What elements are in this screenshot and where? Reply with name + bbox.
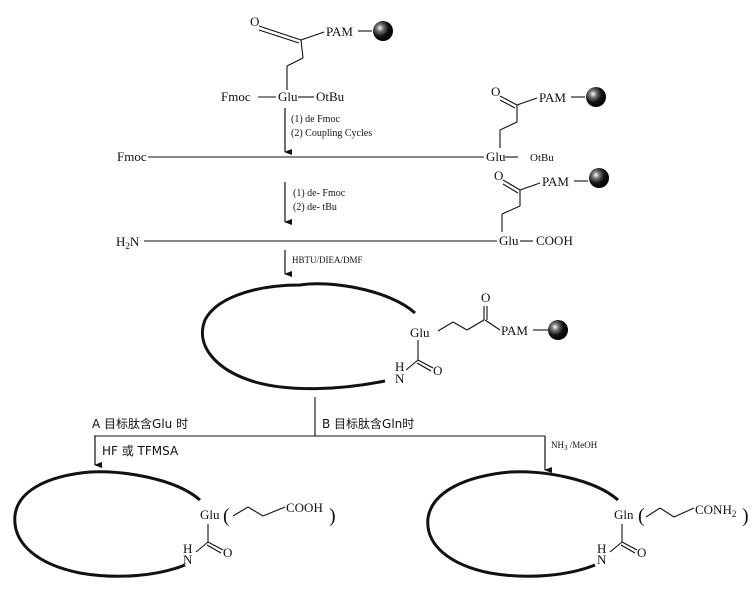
bond <box>502 179 521 191</box>
bond <box>501 205 521 215</box>
cyclic-peptide-on-resin: Glu O PAM O H N <box>200 282 568 391</box>
bond <box>659 507 675 518</box>
o-label: O <box>223 545 232 560</box>
bond <box>516 97 538 106</box>
o-label: O <box>494 168 503 183</box>
double-bond <box>416 362 432 372</box>
glu-label: Glu <box>278 89 298 104</box>
h2n-label: H2N <box>116 234 140 251</box>
double-bond <box>206 544 222 554</box>
fmoc-label: Fmoc <box>117 149 147 164</box>
bond <box>609 541 623 553</box>
cooh-label: COOH <box>536 233 573 248</box>
starting-material: O PAM Fmoc Glu OtBu <box>221 14 393 104</box>
pam-label: PAM <box>326 24 353 39</box>
o-label: O <box>481 290 490 305</box>
product-b: Gln ( CONH2 ) O H N <box>426 470 749 578</box>
double-bond <box>258 29 300 44</box>
reagent-a-label: HF 或 TFMSA <box>102 444 179 458</box>
glu-label: Glu <box>499 233 519 248</box>
reagent-b-label: NH3 /MeOH <box>551 440 598 452</box>
bond <box>247 506 264 517</box>
resin-bead-icon <box>373 21 393 41</box>
glu-label: Glu <box>410 325 430 340</box>
paren-open: ( <box>638 505 645 527</box>
protected-peptide: Fmoc Glu OtBu O PAM <box>117 84 606 164</box>
bond <box>673 507 695 518</box>
conh2-label: CONH2 <box>695 502 736 519</box>
h-label: H <box>183 541 192 556</box>
paren-close: ) <box>329 505 336 527</box>
peptide-ring <box>13 470 201 578</box>
bond <box>232 506 249 517</box>
bond <box>499 121 518 131</box>
o-label: O <box>491 84 500 99</box>
double-bond <box>502 183 519 194</box>
double-bond <box>620 544 636 554</box>
otbu-label: OtBu <box>316 89 345 104</box>
n-label: N <box>395 371 405 386</box>
n-label: N <box>183 552 193 567</box>
bond <box>484 319 501 331</box>
bond <box>437 321 454 332</box>
step1-line2: (2) Coupling Cycles <box>291 128 372 139</box>
resin-bead-icon <box>589 168 609 188</box>
pam-label: PAM <box>501 323 528 338</box>
resin-bead-icon <box>548 320 568 340</box>
branch-b-label: B 目标肽含Gln时 <box>322 416 414 431</box>
step2-line2: (2) de- tBu <box>293 202 337 213</box>
glu-label: Glu <box>486 149 506 164</box>
pam-label: PAM <box>542 174 569 189</box>
bond <box>300 39 304 59</box>
fmoc-label: Fmoc <box>221 89 251 104</box>
step1-line1: (1) de Fmoc <box>291 114 340 125</box>
branch-a-label: A 目标肽含Glu 时 <box>92 416 188 431</box>
bond <box>645 507 661 518</box>
glu-label: Glu <box>200 507 220 522</box>
h-label: H <box>597 541 606 556</box>
step3-label: HBTU/DIEA/DMF <box>292 255 363 265</box>
n-label: N <box>597 552 607 567</box>
bond <box>452 321 468 331</box>
bond <box>499 95 518 106</box>
o-label: O <box>433 363 442 378</box>
double-bond <box>499 99 516 109</box>
o-label: O <box>250 14 259 29</box>
cooh-label: COOH <box>286 500 323 515</box>
bond <box>519 182 541 191</box>
otbu-label: OtBu <box>530 152 554 164</box>
double-bond <box>417 359 434 369</box>
bond <box>262 506 286 517</box>
product-a: Glu ( COOH ) O H N <box>13 470 336 578</box>
bond <box>195 541 209 553</box>
deprotected-peptide: H2N Glu COOH O PAM <box>116 168 609 251</box>
bond <box>258 25 302 41</box>
peptide-ring <box>426 470 619 578</box>
gln-label: Gln <box>614 507 634 522</box>
double-bond <box>207 541 224 551</box>
peptide-ring <box>200 282 417 391</box>
bond <box>286 57 304 67</box>
step2-line1: (1) de- Fmoc <box>293 188 346 199</box>
paren-open: ( <box>223 505 230 527</box>
bond <box>405 359 419 371</box>
h-label: H <box>395 359 404 374</box>
o-label: O <box>637 545 646 560</box>
paren-close: ) <box>742 505 749 527</box>
double-bond <box>621 541 638 551</box>
pam-label: PAM <box>539 90 566 105</box>
resin-bead-icon <box>586 87 606 107</box>
bond <box>300 31 325 41</box>
bond <box>466 319 485 331</box>
